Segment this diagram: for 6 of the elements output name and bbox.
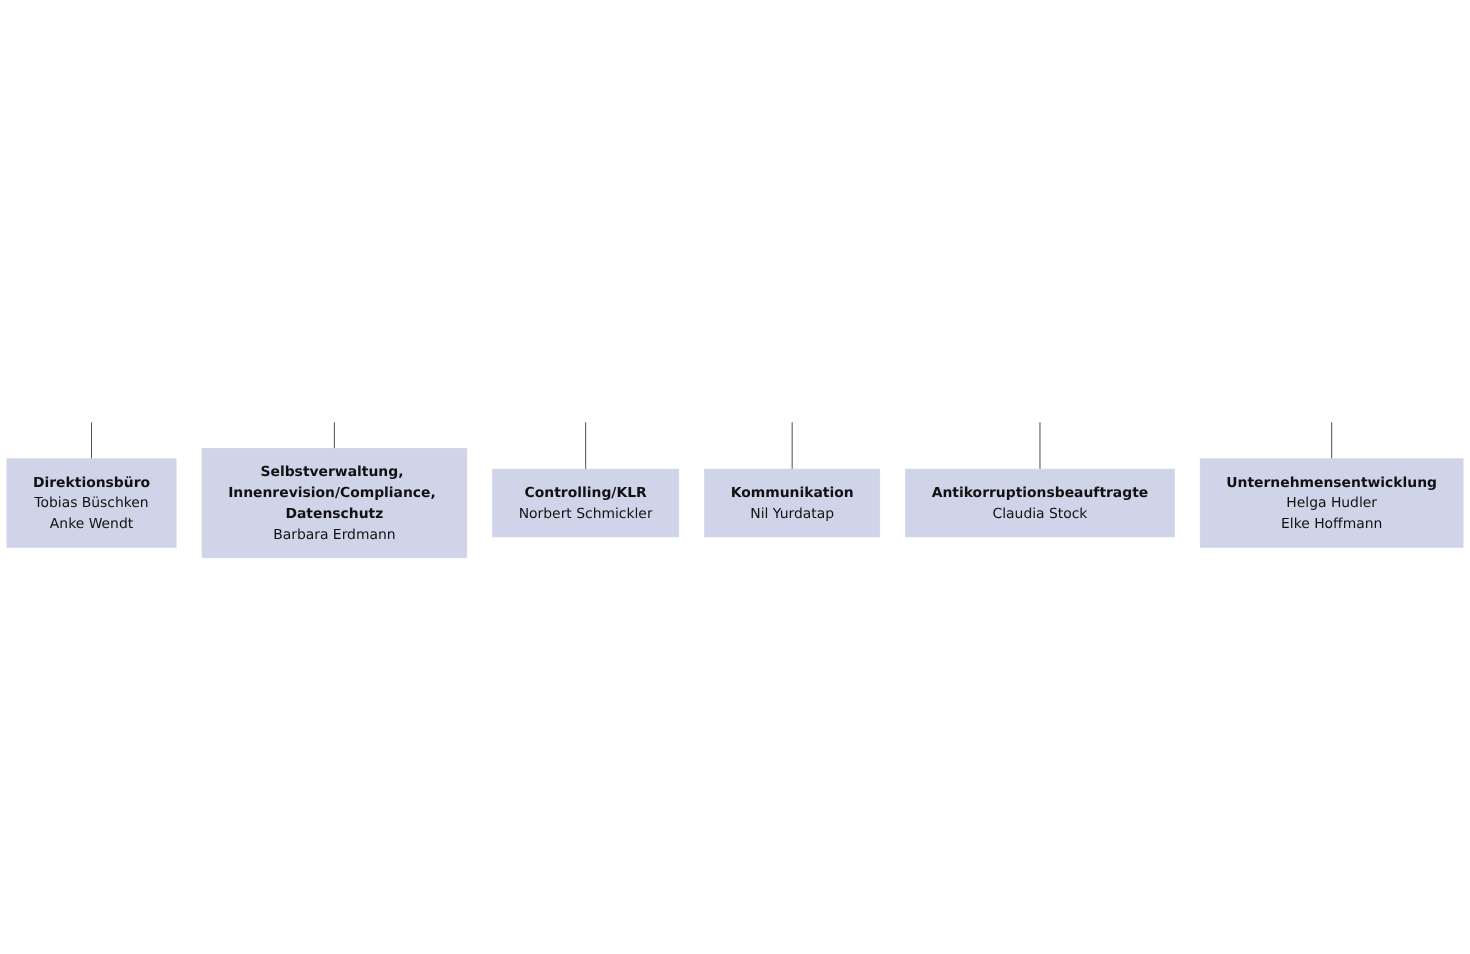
connector [585,421,587,470]
connector [1039,421,1041,470]
connector [91,421,93,460]
connector [333,421,335,449]
connector [791,421,793,470]
connector [1331,421,1333,460]
